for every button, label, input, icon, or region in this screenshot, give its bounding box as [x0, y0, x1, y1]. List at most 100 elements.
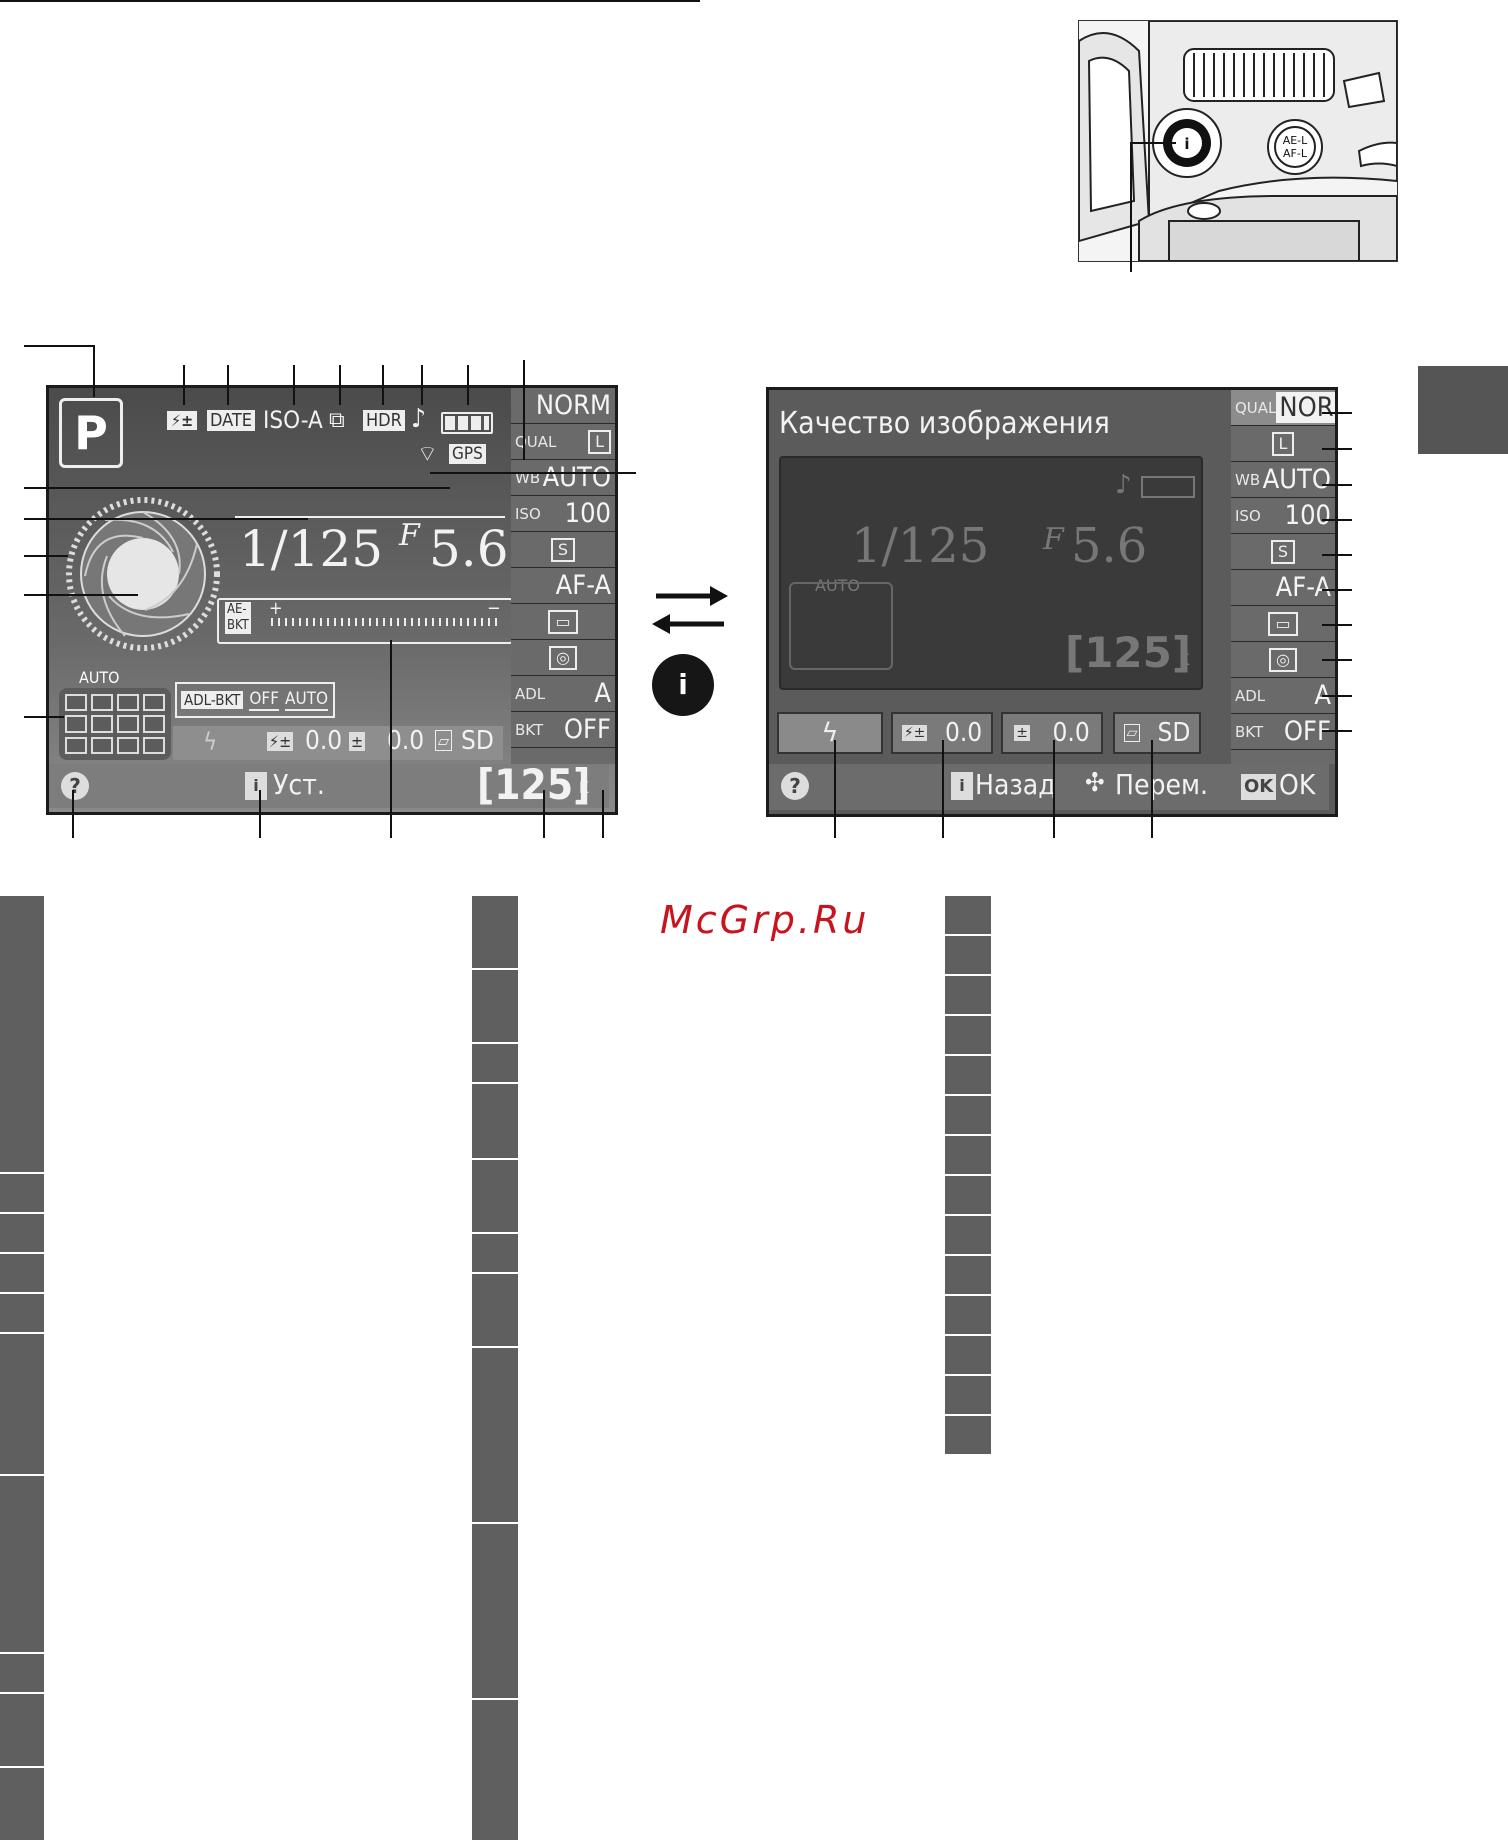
image-quality-value[interactable]: NORM — [1276, 392, 1335, 423]
picture-control-icon: ▱ — [435, 730, 453, 751]
footer-ok-label[interactable]: OK — [1279, 768, 1316, 801]
table-cell — [472, 896, 518, 970]
footer-back-label[interactable]: Назад — [975, 768, 1056, 801]
flash-mode-button[interactable]: ϟ — [777, 712, 883, 754]
table-cell — [472, 1700, 518, 1842]
table-cell — [0, 1768, 44, 1842]
image-size-value: L — [588, 429, 611, 454]
info-button-icon: i — [951, 772, 973, 800]
wb-value[interactable]: AUTO — [1262, 464, 1331, 495]
exposure-scale — [271, 618, 497, 626]
callout-line — [293, 365, 295, 405]
iso-value[interactable]: 100 — [1284, 500, 1331, 531]
date-imprint-indicator: DATE — [207, 410, 255, 431]
footer-set-label: Уст. — [273, 768, 325, 801]
image-quality-value: NORM — [535, 390, 611, 421]
table-cell — [0, 1254, 44, 1294]
watermark-text: McGrp.Ru — [660, 898, 870, 942]
callout-line — [602, 790, 604, 838]
flash-comp-value: 0.0 — [305, 726, 343, 756]
shutter-bracket — [235, 516, 425, 518]
table-cell — [0, 1214, 44, 1254]
screen-footer: ? i Назад ✣ Перем. OK OK — [769, 764, 1329, 810]
exposure-comp-value: 0.0 — [387, 726, 425, 756]
callout-line — [382, 365, 384, 405]
focus-mode-value: AF-A — [555, 570, 611, 601]
callout-line-info-button-h — [1130, 142, 1176, 144]
top-rule — [0, 0, 700, 2]
table-cell — [945, 1136, 991, 1176]
table-cell — [0, 1174, 44, 1214]
callout-line — [1151, 740, 1153, 838]
switch-arrows-icon — [652, 586, 728, 634]
wb-value: AUTO — [542, 462, 611, 493]
metering-icon: ◎ — [549, 645, 577, 670]
table-cell — [472, 1084, 518, 1160]
table-cell — [945, 1256, 991, 1296]
table-cell — [472, 1524, 518, 1700]
callout-line — [72, 790, 74, 838]
exposure-plus-icon: + — [269, 598, 283, 619]
callout-line — [24, 518, 308, 520]
exposure-comp-icon: ± — [1014, 725, 1030, 741]
callout-line — [1322, 730, 1352, 732]
picture-control-button[interactable]: ▱ SD — [1113, 712, 1201, 754]
image-size-value[interactable]: L — [1271, 431, 1295, 456]
bkt-value: OFF — [563, 714, 611, 745]
frames-unit: K — [579, 778, 589, 797]
camera-body-illustration: i AE-L AF-L — [1079, 21, 1397, 261]
callout-line — [24, 594, 138, 596]
iso-value: 100 — [564, 498, 611, 529]
bottom-settings-row: ϟ ⚡± 0.0 ± 0.0 ▱ SD — [173, 726, 503, 760]
callout-line — [421, 365, 423, 405]
callout-line — [24, 555, 68, 557]
callout-line — [1322, 519, 1352, 521]
qual-label: QUAL — [515, 432, 557, 451]
svg-text:i: i — [1184, 135, 1189, 153]
callout-line — [430, 472, 636, 474]
flash-comp-icon: ⚡± — [901, 725, 928, 741]
callout-line — [24, 345, 94, 347]
camera-photo: i AE-L AF-L — [1078, 20, 1398, 262]
table-cell — [945, 936, 991, 976]
focus-mode-value[interactable]: AF-A — [1275, 572, 1331, 603]
table-cell — [0, 896, 44, 1174]
af-area-mode-icon[interactable]: ▭ — [1268, 611, 1298, 636]
table-cell — [945, 976, 991, 1016]
ae-bkt-label: AE- BKT — [225, 602, 251, 634]
af-points-grid — [789, 582, 893, 670]
footer-move-label[interactable]: Перем. — [1115, 768, 1208, 801]
frames-remaining: [125] — [477, 760, 591, 809]
table-cell — [472, 1234, 518, 1274]
bkt-label: BKT — [515, 720, 544, 739]
release-mode-value[interactable]: S — [1270, 539, 1296, 564]
callout-line — [183, 365, 185, 405]
wireless-icon: ⌔ — [417, 442, 438, 467]
multi-selector-icon: ✣ — [1085, 768, 1105, 798]
exposure-comp-button[interactable]: ± 0.0 — [1001, 712, 1103, 754]
frames-remaining: [125] — [1065, 628, 1192, 677]
table-cell — [0, 1476, 44, 1654]
callout-line — [390, 640, 392, 838]
multiple-exposure-icon: ⧉ — [329, 408, 345, 433]
help-icon[interactable]: ? — [781, 772, 809, 800]
info-display-screen: P ⚡± DATE ISO-A ⧉ HDR ♪ ⌔ GPS 1/125 F 5.… — [46, 385, 618, 815]
screen-footer: ? i Уст. [125] K — [49, 760, 609, 809]
release-mode-value: S — [550, 537, 576, 562]
table-cell — [945, 896, 991, 936]
table-cell — [472, 1348, 518, 1524]
table-cell — [945, 1376, 991, 1416]
table-cell — [472, 1044, 518, 1084]
adl-bkt-auto: AUTO — [285, 689, 329, 711]
callout-line — [467, 365, 469, 405]
svg-text:AE-L: AE-L — [1283, 134, 1308, 147]
metering-icon[interactable]: ◎ — [1269, 647, 1297, 672]
callout-line — [523, 360, 525, 460]
help-icon[interactable]: ? — [61, 772, 89, 800]
info-button-icon: i — [652, 654, 714, 716]
aperture-bracket — [397, 516, 505, 518]
table-cell — [0, 1334, 44, 1476]
adl-label: ADL — [515, 684, 546, 703]
beep-icon: ♪ — [1115, 470, 1132, 500]
